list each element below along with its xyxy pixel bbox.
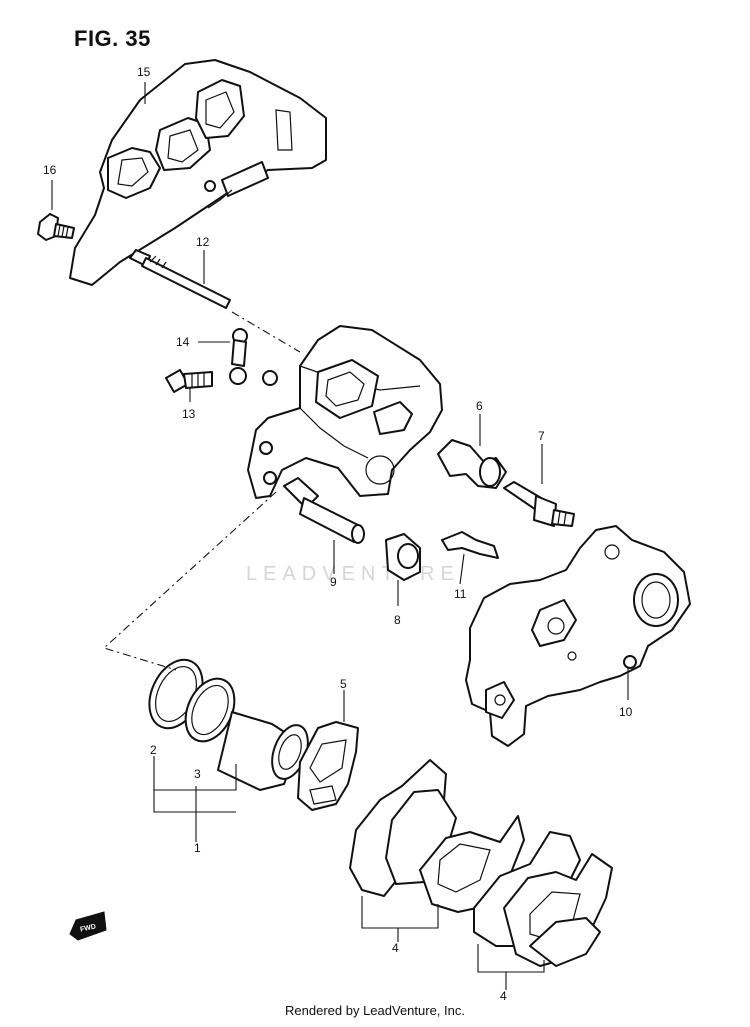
part-pin-12[interactable] <box>129 249 231 309</box>
part-boot-8[interactable] <box>385 533 421 581</box>
part-sleeve-6[interactable] <box>437 439 507 489</box>
callout-9: 9 <box>330 575 337 589</box>
callout-4a: 4 <box>392 941 399 955</box>
callout-5: 5 <box>340 677 347 691</box>
part-shim-5[interactable] <box>297 721 359 811</box>
part-caliper-guard[interactable] <box>69 59 327 286</box>
callout-15: 15 <box>137 65 151 79</box>
callout-4b: 4 <box>500 989 507 1003</box>
part-brake-pad-b[interactable] <box>473 831 613 967</box>
callout-6: 6 <box>476 399 483 413</box>
callout-12: 12 <box>196 235 210 249</box>
part-pad-spring-11[interactable] <box>441 531 499 559</box>
figure-title: FIG. 35 <box>74 26 151 51</box>
callout-7: 7 <box>538 429 545 443</box>
callout-2: 2 <box>150 743 157 757</box>
callout-13: 13 <box>182 407 196 421</box>
part-bleeder-cap-14[interactable] <box>229 328 248 385</box>
part-bolt-7[interactable] <box>503 481 575 527</box>
fwd-label: FWD <box>80 923 97 933</box>
callout-8: 8 <box>394 613 401 627</box>
callout-16: 16 <box>43 163 57 177</box>
part-bolt-16[interactable] <box>37 213 75 241</box>
part-slide-pin-9[interactable] <box>283 477 365 544</box>
footer-credit: Rendered by LeadVenture, Inc. <box>285 1003 465 1018</box>
callout-3: 3 <box>194 767 201 781</box>
callout-14: 14 <box>176 335 190 349</box>
callout-10: 10 <box>619 705 633 719</box>
forward-arrow-icon: FWD <box>69 911 107 941</box>
callout-11: 11 <box>454 587 467 601</box>
part-caliper-bracket-10[interactable] <box>465 525 691 747</box>
part-piston[interactable] <box>217 711 315 791</box>
part-caliper-body[interactable] <box>247 325 443 499</box>
callout-1: 1 <box>194 841 201 855</box>
part-bleeder-screw-13[interactable] <box>165 369 213 393</box>
